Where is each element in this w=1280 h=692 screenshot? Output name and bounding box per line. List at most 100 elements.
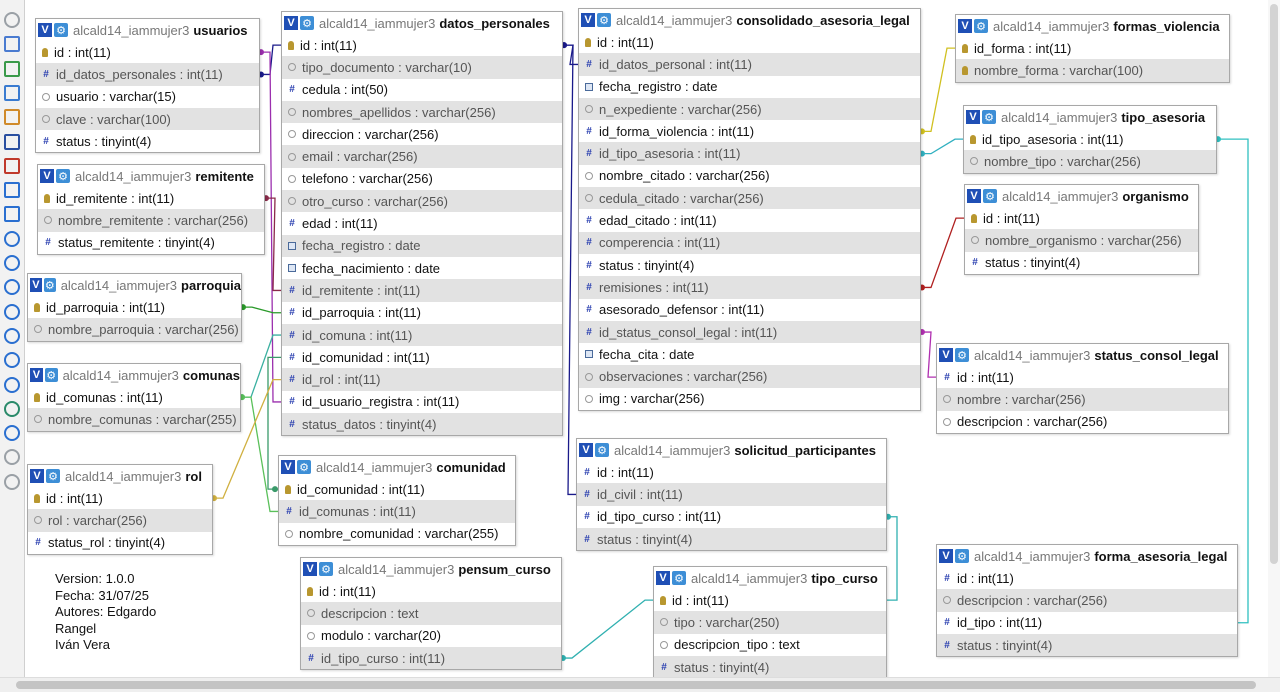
column-row[interactable]: id_comunas : int(11)	[28, 386, 240, 408]
horizontal-scroll-thumb[interactable]	[16, 681, 1256, 689]
vertical-scrollbar[interactable]	[1268, 0, 1280, 677]
gear-icon[interactable]: ⚙	[319, 562, 333, 576]
toggle-columns-button[interactable]: V	[581, 13, 595, 27]
column-row[interactable]: #id_parroquia : int(11)	[282, 302, 562, 324]
column-row[interactable]: #id : int(11)	[937, 366, 1228, 388]
toggle-columns-button[interactable]: V	[966, 110, 980, 124]
column-row[interactable]: #id : int(11)	[577, 461, 886, 483]
column-row[interactable]: #id_usuario_registra : int(11)	[282, 391, 562, 413]
edit-icon[interactable]	[4, 109, 20, 126]
column-row[interactable]: #remisiones : int(11)	[579, 276, 920, 299]
column-row[interactable]: #status : tinyint(4)	[965, 252, 1198, 274]
column-row[interactable]: #status_remitente : tinyint(4)	[38, 232, 264, 254]
column-row[interactable]: nombres_apellidos : varchar(256)	[282, 100, 562, 124]
toggle-columns-button[interactable]: V	[958, 19, 972, 33]
column-row[interactable]: nombre : varchar(256)	[937, 388, 1228, 411]
column-row[interactable]: otro_curso : varchar(256)	[282, 190, 562, 213]
column-row[interactable]: id : int(11)	[654, 589, 886, 611]
toggle-columns-button[interactable]: V	[939, 549, 953, 563]
column-row[interactable]: #id_comunidad : int(11)	[282, 346, 562, 368]
column-row[interactable]: #status : tinyint(4)	[937, 633, 1237, 657]
column-row[interactable]: n_expediente : varchar(256)	[579, 97, 920, 121]
column-row[interactable]: nombre_parroquia : varchar(256)	[28, 318, 241, 341]
column-row[interactable]: id : int(11)	[36, 41, 259, 63]
toggle-columns-button[interactable]: V	[30, 278, 42, 292]
toggle-columns-button[interactable]: V	[30, 469, 44, 483]
column-row[interactable]: #id_datos_personales : int(11)	[36, 63, 259, 86]
column-row[interactable]: observaciones : varchar(256)	[579, 365, 920, 388]
gear-icon[interactable]: ⚙	[974, 19, 988, 33]
column-row[interactable]: #status_rol : tinyint(4)	[28, 532, 212, 554]
toggle-columns-button[interactable]: V	[38, 23, 52, 37]
column-row[interactable]: id : int(11)	[301, 580, 561, 602]
toggle-columns-button[interactable]: V	[40, 169, 54, 183]
gear-icon[interactable]: ⚙	[672, 571, 686, 585]
column-row[interactable]: #status_datos : tinyint(4)	[282, 413, 562, 436]
gear-icon[interactable]: ⚙	[44, 368, 58, 382]
column-row[interactable]: #id_comuna : int(11)	[282, 323, 562, 347]
gear-icon[interactable]: ⚙	[43, 278, 56, 292]
gear-icon[interactable]: ⚙	[982, 110, 996, 124]
column-row[interactable]: #status : tinyint(4)	[577, 527, 886, 551]
column-row[interactable]: #id_rol : int(11)	[282, 368, 562, 391]
gear-icon[interactable]: ⚙	[56, 169, 70, 183]
relation-icon[interactable]	[4, 206, 20, 223]
column-row[interactable]: nombre_citado : varchar(256)	[579, 165, 920, 187]
column-row[interactable]: id : int(11)	[282, 34, 562, 56]
toggle-columns-button[interactable]: V	[284, 16, 298, 30]
toggle-columns-button[interactable]: V	[656, 571, 670, 585]
toggle-columns-button[interactable]: V	[967, 189, 981, 203]
column-row[interactable]: usuario : varchar(15)	[36, 86, 259, 108]
column-row[interactable]: telefono : varchar(256)	[282, 168, 562, 190]
add-icon[interactable]	[4, 60, 20, 77]
vertical-scroll-thumb[interactable]	[1270, 4, 1278, 564]
column-row[interactable]: id : int(11)	[28, 487, 212, 509]
column-row[interactable]: descripcion_tipo : text	[654, 634, 886, 656]
column-row[interactable]: id_comunidad : int(11)	[279, 478, 515, 500]
column-row[interactable]: #id : int(11)	[937, 567, 1237, 589]
column-row[interactable]: #edad : int(11)	[282, 212, 562, 234]
toggle-columns-button[interactable]: V	[30, 368, 43, 382]
page-icon[interactable]	[4, 182, 20, 199]
column-row[interactable]: #id_civil : int(11)	[577, 483, 886, 506]
column-row[interactable]: #edad_citado : int(11)	[579, 209, 920, 231]
column-row[interactable]: id_remitente : int(11)	[38, 187, 264, 209]
toggle-columns-button[interactable]: V	[939, 348, 953, 362]
column-row[interactable]: #cedula : int(50)	[282, 79, 562, 101]
column-row[interactable]: nombre_comunas : varchar(255)	[28, 408, 240, 431]
save-icon[interactable]	[4, 133, 20, 150]
column-row[interactable]: modulo : varchar(20)	[301, 625, 561, 647]
gear-icon[interactable]: ⚙	[595, 443, 609, 457]
column-row[interactable]: rol : varchar(256)	[28, 509, 212, 532]
column-row[interactable]: id_forma : int(11)	[956, 37, 1229, 59]
column-row[interactable]: direccion : varchar(256)	[282, 123, 562, 145]
column-row[interactable]: #status : tinyint(4)	[36, 130, 259, 152]
info-icon[interactable]	[4, 352, 20, 369]
help-icon[interactable]	[4, 230, 20, 247]
column-row[interactable]: nombre_tipo : varchar(256)	[964, 150, 1216, 173]
column-row[interactable]: fecha_registro : date	[282, 234, 562, 257]
toggle-columns-button[interactable]: V	[281, 460, 295, 474]
column-row[interactable]: nombre_remitente : varchar(256)	[38, 209, 264, 232]
column-row[interactable]: #id_tipo_asesoria : int(11)	[579, 142, 920, 165]
column-row[interactable]: #status : tinyint(4)	[579, 254, 920, 276]
